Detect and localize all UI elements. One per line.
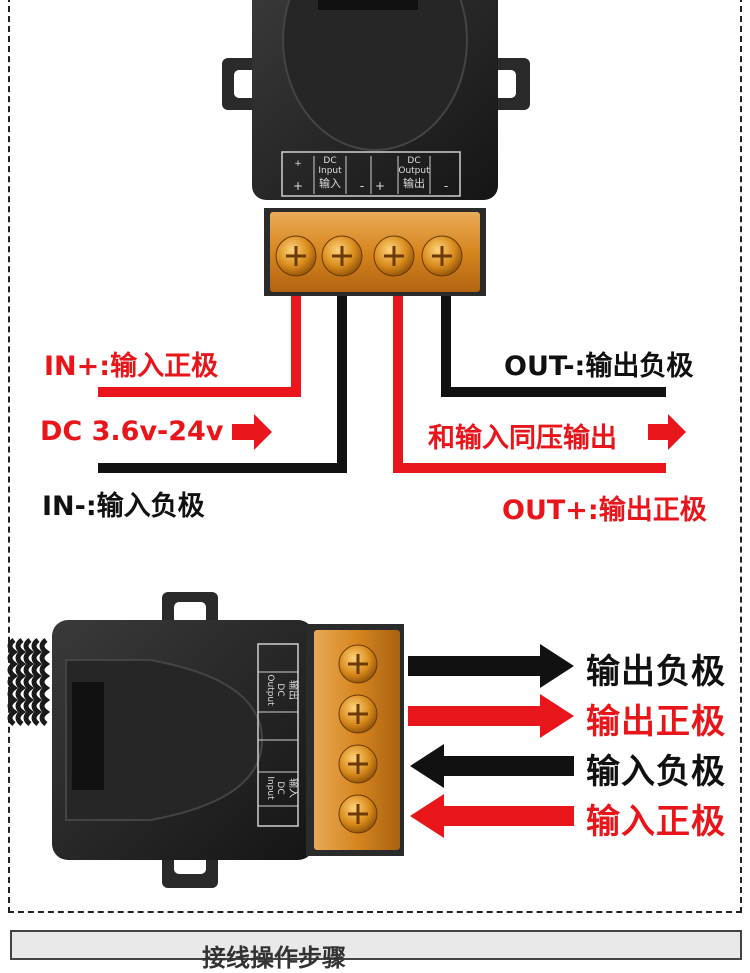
output-en-text: Output <box>265 674 275 706</box>
wire-in-plus <box>98 296 301 397</box>
output-cn-text: 输出 <box>287 680 300 700</box>
screw <box>421 235 463 277</box>
label-out-minus: OUT-:输出负极 <box>504 351 694 382</box>
arrow-label-3: 输入负极 <box>586 752 726 792</box>
input-cn-text: 输入 <box>287 778 300 798</box>
dashed-frame <box>8 0 742 913</box>
antenna-coil <box>7 638 51 726</box>
bottom-banner-text: 接线操作步骤 <box>202 944 346 972</box>
arrow-label-1: 输出负极 <box>586 652 726 692</box>
label-in-plus: IN+:输入正极 <box>44 351 219 382</box>
screw <box>321 235 363 277</box>
screw <box>275 235 317 277</box>
screw <box>338 694 378 734</box>
arrow-right-icon <box>648 414 686 450</box>
label-out-plus: OUT+:输出正极 <box>502 495 707 526</box>
arrow-right-icon <box>232 414 272 450</box>
screw <box>373 235 415 277</box>
plus-mark-3: + <box>375 179 385 193</box>
illustration: + DC Input 输入 DC Output 输出 + - + - <box>7 0 686 888</box>
screw <box>338 644 378 684</box>
terminal-screws-bottom <box>338 644 378 834</box>
screw <box>338 744 378 784</box>
arrow-left-icon <box>410 744 574 788</box>
label-same-voltage: 和输入同压输出 <box>428 423 617 454</box>
wires <box>98 296 666 473</box>
terminal-label-strip <box>257 643 299 827</box>
input-en-text: Input <box>265 776 275 800</box>
bottom-arrows <box>408 644 574 838</box>
arrow-label-4: 输入正极 <box>586 802 726 842</box>
minus-mark-1: - <box>360 179 364 193</box>
input-code-text: DC <box>275 781 285 794</box>
arrow-label-2: 输出正极 <box>586 702 726 742</box>
bottom-device: DC Output 输出 DC Input 输入 <box>7 592 404 888</box>
terminal-screws-top <box>275 235 463 277</box>
minus-mark-2: - <box>444 179 448 193</box>
input-cn-text: 输入 <box>319 176 341 190</box>
output-code-text: DC <box>275 683 285 696</box>
label-dc-range: DC 3.6v-24v <box>40 416 224 447</box>
input-code-text: DC <box>323 156 336 166</box>
top-device: + DC Input 输入 DC Output 输出 + - + - <box>222 0 530 296</box>
output-cn-text: 输出 <box>403 176 425 190</box>
output-en-text: Output <box>398 166 430 176</box>
arrow-right-icon <box>408 644 574 688</box>
plus-mark-2: + <box>293 179 303 193</box>
wire-out-plus <box>393 296 666 473</box>
arrow-left-icon <box>410 794 574 838</box>
plus-mark-1: + <box>294 159 302 169</box>
label-in-minus: IN-:输入负极 <box>42 491 205 522</box>
arrow-right-icon <box>408 694 574 738</box>
wire-in-minus <box>98 296 347 473</box>
terminal-label-strip <box>281 151 461 197</box>
wire-out-minus <box>441 296 666 397</box>
device-dome <box>282 0 468 151</box>
input-en-text: Input <box>318 166 342 176</box>
bottom-banner: 接线操作步骤 <box>10 930 742 972</box>
terminal-amber-cover <box>314 630 400 850</box>
output-code-text: DC <box>407 156 420 166</box>
screw <box>338 794 378 834</box>
